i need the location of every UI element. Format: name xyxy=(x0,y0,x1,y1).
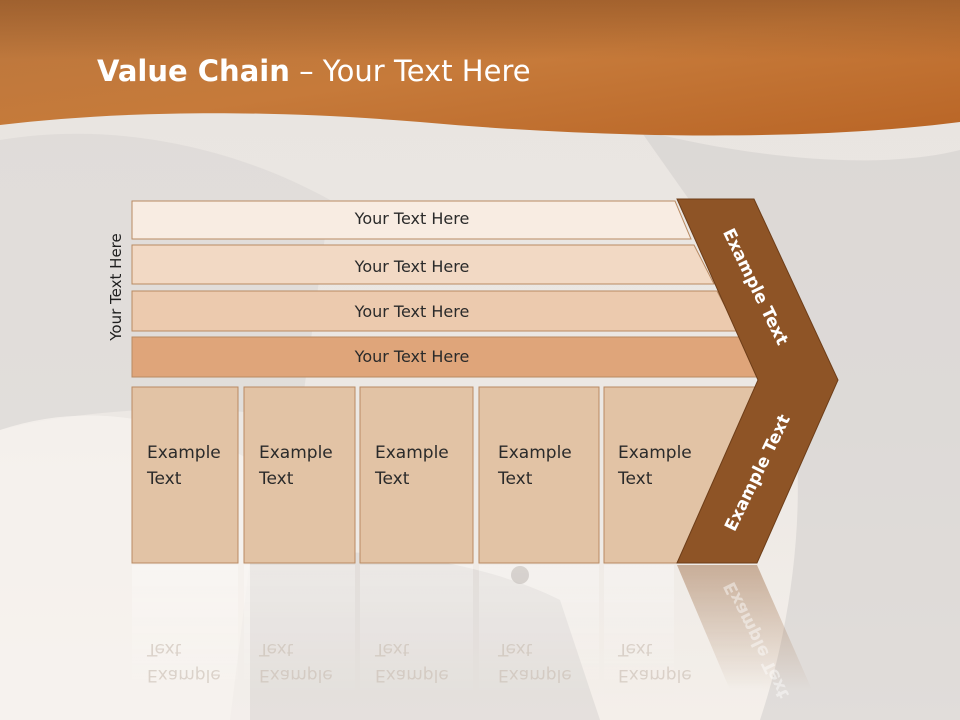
primary-column-2 xyxy=(243,386,356,564)
primary-column-3-line2: Text xyxy=(375,469,410,489)
primary-column-2-label: Example Text xyxy=(259,440,333,492)
primary-column-2-line2: Text xyxy=(259,469,294,489)
slide-title-bold: Value Chain xyxy=(97,54,290,88)
support-row-1-label: Your Text Here xyxy=(354,209,470,228)
support-row-4-label: Your Text Here xyxy=(354,347,470,366)
primary-column-4-line2: Text xyxy=(498,469,533,489)
primary-column-4-label: Example Text xyxy=(498,440,572,492)
primary-column-5-reflection: Example Text xyxy=(618,639,692,685)
primary-column-1-line2: Text xyxy=(147,469,182,489)
support-row-3-label: Your Text Here xyxy=(354,302,470,321)
primary-column-2-reflection: Example Text xyxy=(259,639,333,685)
primary-column-1-label: Example Text xyxy=(147,440,221,492)
primary-column-1-reflection: Example Text xyxy=(147,639,221,685)
support-row-1 xyxy=(131,200,692,240)
primary-column-4-reflection: Example Text xyxy=(498,639,572,685)
slide-title: Value Chain – Your Text Here xyxy=(97,54,531,88)
primary-column-3-reflection: Example Text xyxy=(375,639,449,685)
diagram-reflection xyxy=(132,565,812,695)
primary-column-1-line1: Example xyxy=(147,443,221,463)
primary-column-2-line1: Example xyxy=(259,443,333,463)
primary-column-5-line1: Example xyxy=(618,443,692,463)
margin-chevron xyxy=(676,198,839,564)
primary-column-4 xyxy=(478,386,600,564)
support-row-2 xyxy=(131,244,715,285)
primary-column-4-line1: Example xyxy=(498,443,572,463)
slide-title-rest: – Your Text Here xyxy=(289,54,531,88)
primary-column-3-line1: Example xyxy=(375,443,449,463)
primary-column-5-label: Example Text xyxy=(618,440,692,492)
primary-column-3 xyxy=(359,386,474,564)
primary-column-3-label: Example Text xyxy=(375,440,449,492)
support-row-2-label: Your Text Here xyxy=(354,257,470,276)
primary-column-5-line2: Text xyxy=(618,469,653,489)
primary-column-1 xyxy=(131,386,239,564)
